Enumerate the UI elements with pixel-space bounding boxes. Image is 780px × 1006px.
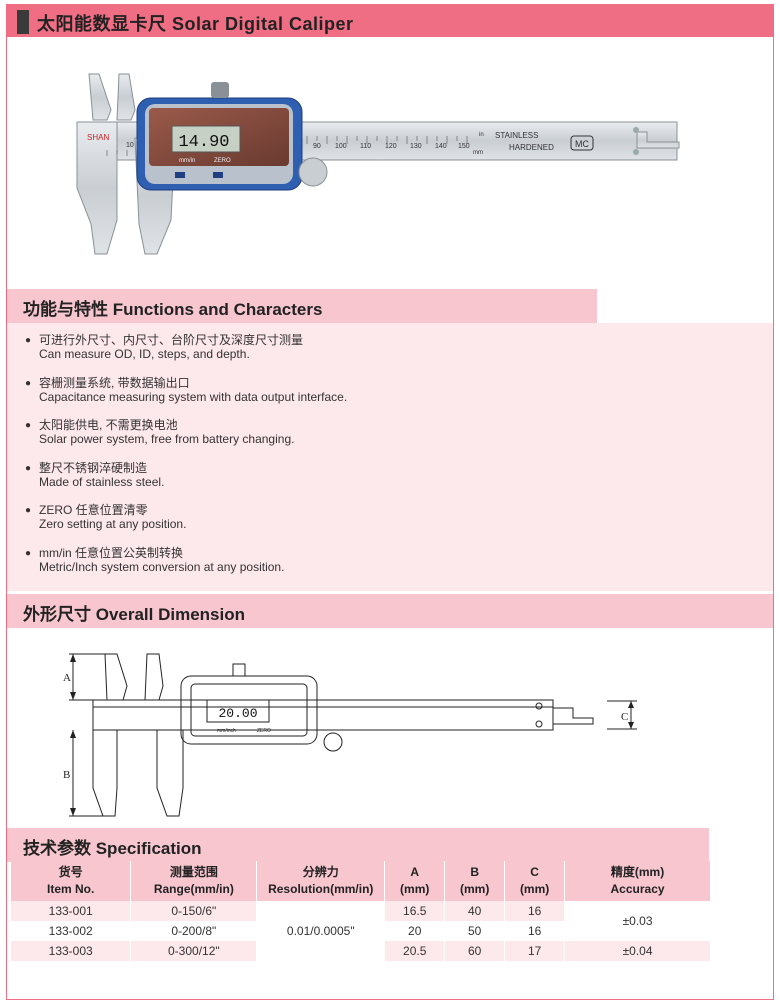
brand-logo: SHAN [87,133,109,142]
svg-text:STAINLESS: STAINLESS [495,131,538,140]
dimension-heading-bar: 外形尺寸 Overall Dimension [7,594,773,628]
bullet-icon: ● [25,335,32,346]
spec-heading: 技术参数 Specification [23,839,202,858]
col-b: B(mm) [444,861,506,901]
svg-text:130: 130 [410,143,422,150]
svg-text:mm: mm [473,150,483,156]
feature-item: ● 整尺不锈钢淬硬制造 Made of stainless steel. [25,461,165,489]
dim-label-b: B [63,769,70,781]
svg-text:100: 100 [335,143,347,150]
svg-text:mm/inch: mm/inch [217,728,236,734]
screw-icon [633,149,639,155]
dimension-drawing: A B C 20.00 mm/inch ZERO [7,628,773,828]
dim-label-c: C [621,711,628,723]
lcd-value: 14.90 [178,133,229,152]
dimension-heading: 外形尺寸 Overall Dimension [23,605,245,624]
feature-item: ● ZERO 任意位置清零 Zero setting at any positi… [25,503,187,531]
title-marker [17,10,29,34]
top-knob[interactable] [211,82,229,98]
page-title: 太阳能数显卡尺 Solar Digital Caliper [37,14,354,34]
bullet-icon: ● [25,505,32,516]
caliper-photo: 14.90 mm/in ZERO SHAN 10 90 100 110 120 … [7,38,773,283]
dimension-diagram: A B C 20.00 mm/inch ZERO [63,653,637,817]
svg-text:140: 140 [435,143,447,150]
dim-label-a: A [63,672,71,684]
spec-heading-bar: 技术参数 Specification [7,828,709,862]
features-panel [7,323,773,591]
feature-item: ● 可进行外尺寸、内尺寸、台阶尺寸及深度尺寸测量 Can measure OD,… [25,333,304,361]
zero-button[interactable] [213,172,223,178]
mc-mark: MC [575,139,589,149]
col-accuracy: 精度(mm)Accuracy [564,861,711,901]
features-heading-bar: 功能与特性 Functions and Characters [7,289,597,323]
svg-text:120: 120 [385,143,397,150]
table-row: 133-003 0-300/12" 20.5 60 17 ±0.04 [11,941,711,961]
svg-text:HARDENED: HARDENED [509,143,554,152]
svg-text:in: in [479,132,484,138]
bullet-icon: ● [25,548,32,559]
feature-item: ● 容栅测量系统, 带数据输出口 Capacitance measuring s… [25,376,348,404]
title-bar: 太阳能数显卡尺 Solar Digital Caliper [7,5,773,37]
unit-button[interactable] [175,172,185,178]
svg-text:mm/in: mm/in [179,158,195,164]
table-row: 133-002 0-200/8" 20 50 16 [11,921,711,941]
bullet-icon: ● [25,378,32,389]
feature-item: ● 太阳能供电, 不需更换电池 Solar power system, free… [25,418,295,446]
feature-item: ● mm/in 任意位置公英制转换 Metric/Inch system con… [25,546,285,574]
svg-text:10: 10 [126,142,134,149]
svg-text:150: 150 [458,143,470,150]
thumb-roller[interactable] [298,157,328,187]
col-c: C(mm) [504,861,566,901]
scale-ticks [106,136,468,156]
page-frame: 太阳能数显卡尺 Solar Digital Caliper [6,4,774,1000]
lcd-value: 20.00 [218,706,257,721]
svg-text:ZERO: ZERO [257,728,271,734]
features-heading: 功能与特性 Functions and Characters [23,300,323,319]
lcd-screen [171,125,241,153]
col-a: A(mm) [384,861,446,901]
svg-text:110: 110 [360,143,371,150]
table-row: 133-001 0-150/6" 0.01/0.0005" 16.5 40 16… [11,901,711,961]
screw-icon [633,127,639,133]
bullet-icon: ● [25,463,32,474]
svg-text:90: 90 [313,143,321,150]
bullet-icon: ● [25,420,32,431]
svg-text:ZERO: ZERO [214,158,231,164]
caliper-illustration: 14.90 mm/in ZERO SHAN 10 90 100 110 120 … [76,73,680,255]
